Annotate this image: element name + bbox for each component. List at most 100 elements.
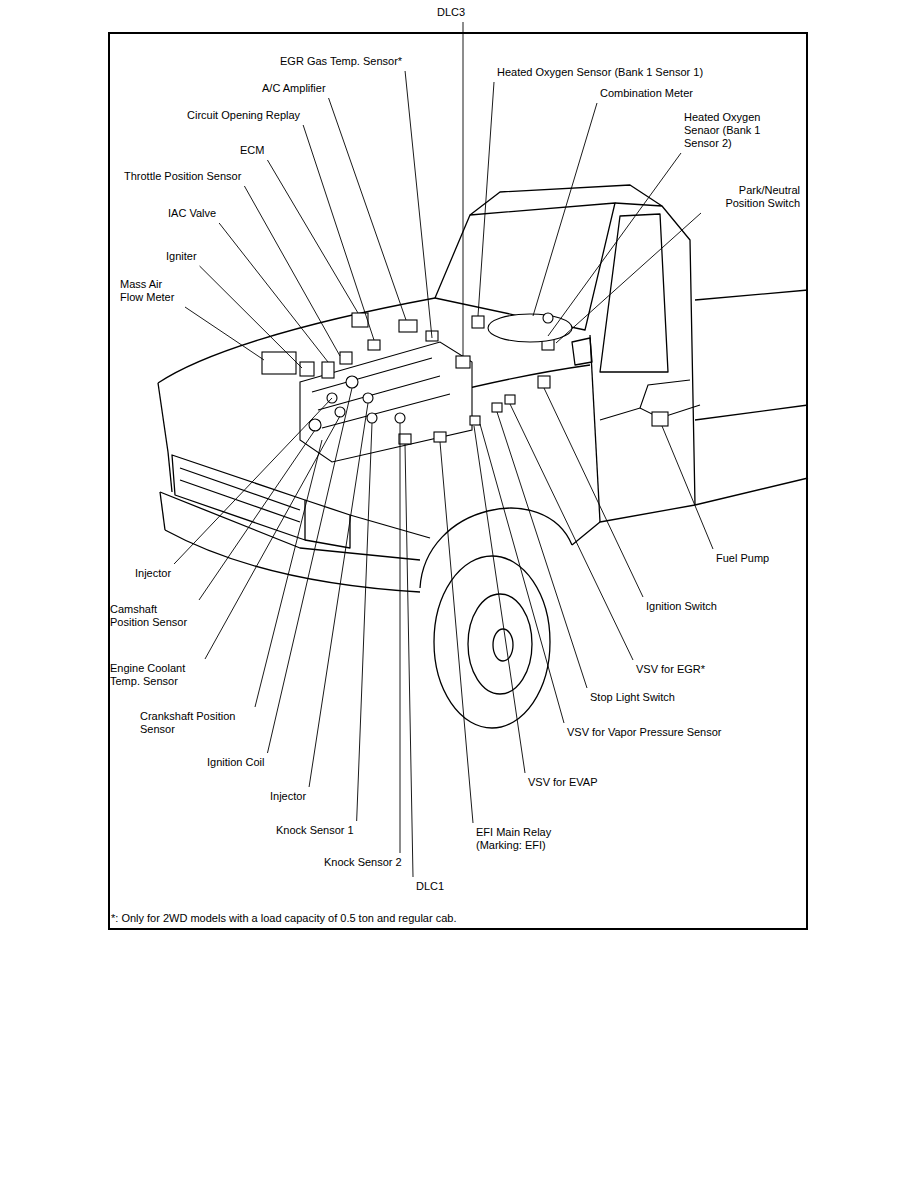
truck-body — [160, 492, 165, 530]
leader-line — [474, 426, 525, 773]
leader-line — [478, 82, 494, 316]
engine-parts — [456, 356, 470, 368]
engine-parts — [312, 358, 450, 428]
leader-line — [303, 125, 374, 340]
leader-line — [309, 403, 368, 787]
engine-parts — [538, 376, 550, 388]
part-label: Park/Neutral Position Switch — [704, 184, 800, 210]
engine-parts — [505, 395, 515, 404]
leader-line — [200, 266, 302, 368]
truck-body — [160, 492, 420, 560]
part-label: EFI Main Relay (Marking: EFI) — [476, 826, 562, 852]
leader-line — [255, 440, 322, 707]
fuel-line — [600, 380, 700, 426]
engine-parts — [399, 434, 411, 444]
part-label: Heated Oxygen Senaor (Bank 1 Sensor 2) — [684, 111, 778, 150]
leader-line — [400, 423, 401, 853]
truck-body — [168, 452, 172, 492]
part-label: ECM — [240, 144, 264, 157]
truck-body — [590, 335, 600, 522]
engine-parts — [488, 314, 572, 342]
leader-line — [185, 307, 264, 360]
engine-parts — [367, 413, 377, 423]
part-label: Heated Oxygen Sensor (Bank 1 Sensor 1) — [497, 66, 703, 79]
part-label: Injector — [135, 567, 171, 580]
leader-line — [405, 444, 413, 877]
leader-line — [329, 98, 406, 320]
part-label: Throttle Position Sensor — [124, 170, 241, 183]
part-label: Crankshaft Position Sensor — [140, 710, 252, 736]
engine-parts — [470, 416, 480, 425]
part-label: IAC Valve — [168, 207, 216, 220]
part-label: Igniter — [166, 250, 197, 263]
part-label: Mass Air Flow Meter — [120, 278, 182, 304]
truck-body — [165, 530, 420, 592]
engine-parts — [340, 352, 352, 364]
part-label: Fuel Pump — [716, 552, 769, 565]
front-wheel — [434, 556, 550, 728]
footnote: *: Only for 2WD models with a load capac… — [111, 912, 456, 925]
engine-parts — [335, 407, 345, 417]
front-wheel — [434, 556, 550, 728]
fuel-line — [652, 412, 668, 426]
leader-line — [199, 430, 315, 600]
leader-line — [548, 153, 681, 336]
truck-body — [662, 206, 695, 505]
part-label: DLC1 — [416, 880, 444, 893]
part-label: VSV for Vapor Pressure Sensor — [567, 726, 721, 739]
truck-body — [172, 455, 305, 540]
truck-body — [572, 478, 808, 545]
truck-body — [470, 185, 662, 215]
leader-line — [533, 103, 597, 316]
part-label: VSV for EGR* — [636, 663, 705, 676]
part-label: VSV for EVAP — [528, 776, 598, 789]
truck-body — [305, 500, 350, 548]
leader-line — [267, 160, 358, 313]
part-label: A/C Amplifier — [262, 82, 326, 95]
front-wheel — [468, 594, 532, 694]
engine-parts — [543, 313, 553, 323]
truck-body — [572, 338, 592, 365]
engine-parts — [492, 403, 502, 412]
leader-line — [556, 213, 701, 343]
leader-line — [497, 412, 587, 688]
engine-parts — [395, 413, 405, 423]
truck-body — [695, 405, 808, 420]
truck-body — [158, 383, 168, 452]
leader-line — [510, 404, 633, 660]
truck-body — [600, 214, 668, 372]
leader-line — [405, 71, 432, 338]
truck-body — [695, 290, 808, 300]
engine-parts — [346, 376, 358, 388]
leader-line — [205, 416, 340, 659]
engine-parts — [368, 340, 380, 350]
part-label: Engine Coolant Temp. Sensor — [110, 662, 202, 688]
engine-parts — [262, 352, 296, 374]
part-label: Stop Light Switch — [590, 691, 675, 704]
leader-line — [480, 424, 564, 723]
leader-line — [544, 388, 643, 597]
part-label: Ignition Switch — [646, 600, 717, 613]
part-label: EGR Gas Temp. Sensor* — [280, 55, 402, 68]
fuel-line — [640, 380, 690, 408]
fuel-line — [600, 405, 700, 420]
part-label: Knock Sensor 2 — [324, 856, 402, 869]
engine-parts — [363, 393, 373, 403]
engine-parts — [300, 342, 472, 462]
engine-parts — [472, 316, 484, 328]
engine-parts — [399, 320, 417, 332]
part-label: Injector — [270, 790, 306, 803]
part-label: DLC3 — [437, 6, 465, 19]
part-label: Combination Meter — [600, 87, 693, 100]
part-label: Ignition Coil — [207, 756, 264, 769]
engine-parts — [434, 432, 446, 442]
engine-parts — [322, 362, 334, 378]
leader-line — [662, 426, 713, 549]
truck-body — [350, 515, 430, 538]
part-label: Camshaft Position Sensor — [110, 603, 196, 629]
truck-body — [435, 203, 615, 330]
front-wheel — [493, 629, 513, 661]
part-label: Knock Sensor 1 — [276, 824, 354, 837]
leader-line — [244, 186, 340, 356]
leader-line — [174, 398, 332, 564]
